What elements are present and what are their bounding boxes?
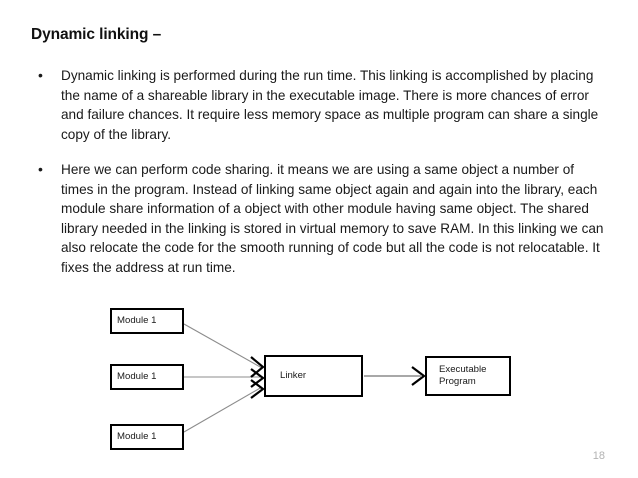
page-title: Dynamic linking –: [31, 26, 162, 43]
diagram-node-module-3: Module 1: [110, 424, 184, 450]
node-label: Module 1: [117, 314, 157, 326]
diagram-node-module-2: Module 1: [110, 364, 184, 390]
node-label: Module 1: [117, 430, 157, 442]
connector-module1-linker: [183, 323, 263, 369]
page-number: 18: [592, 450, 605, 462]
bullet-marker-icon: •: [38, 161, 43, 177]
bullet-list: • Dynamic linking is performed during th…: [31, 66, 609, 293]
linker-flow-diagram: Module 1 Module 1 Module 1 Linker Execut…: [0, 292, 638, 467]
diagram-node-linker: Linker: [264, 355, 363, 397]
list-item: • Here we can perform code sharing. it m…: [31, 160, 609, 277]
node-label: Module 1: [117, 370, 157, 382]
arrowhead-icon: [411, 366, 426, 386]
node-label: Linker: [280, 369, 307, 381]
diagram-connectors: [183, 323, 426, 433]
diagram-node-module-1: Module 1: [110, 308, 184, 334]
node-label: Executable Program: [439, 363, 487, 388]
list-item: • Dynamic linking is performed during th…: [31, 66, 609, 144]
diagram-node-executable: Executable Program: [425, 356, 511, 396]
arrowhead-icon: [250, 356, 265, 378]
bullet-text: Dynamic linking is performed during the …: [61, 68, 599, 142]
bullet-text: Here we can perform code sharing. it mea…: [61, 162, 604, 275]
arrowhead-icon: [250, 379, 265, 399]
connector-module3-linker: [183, 386, 263, 433]
bullet-marker-icon: •: [38, 67, 43, 83]
